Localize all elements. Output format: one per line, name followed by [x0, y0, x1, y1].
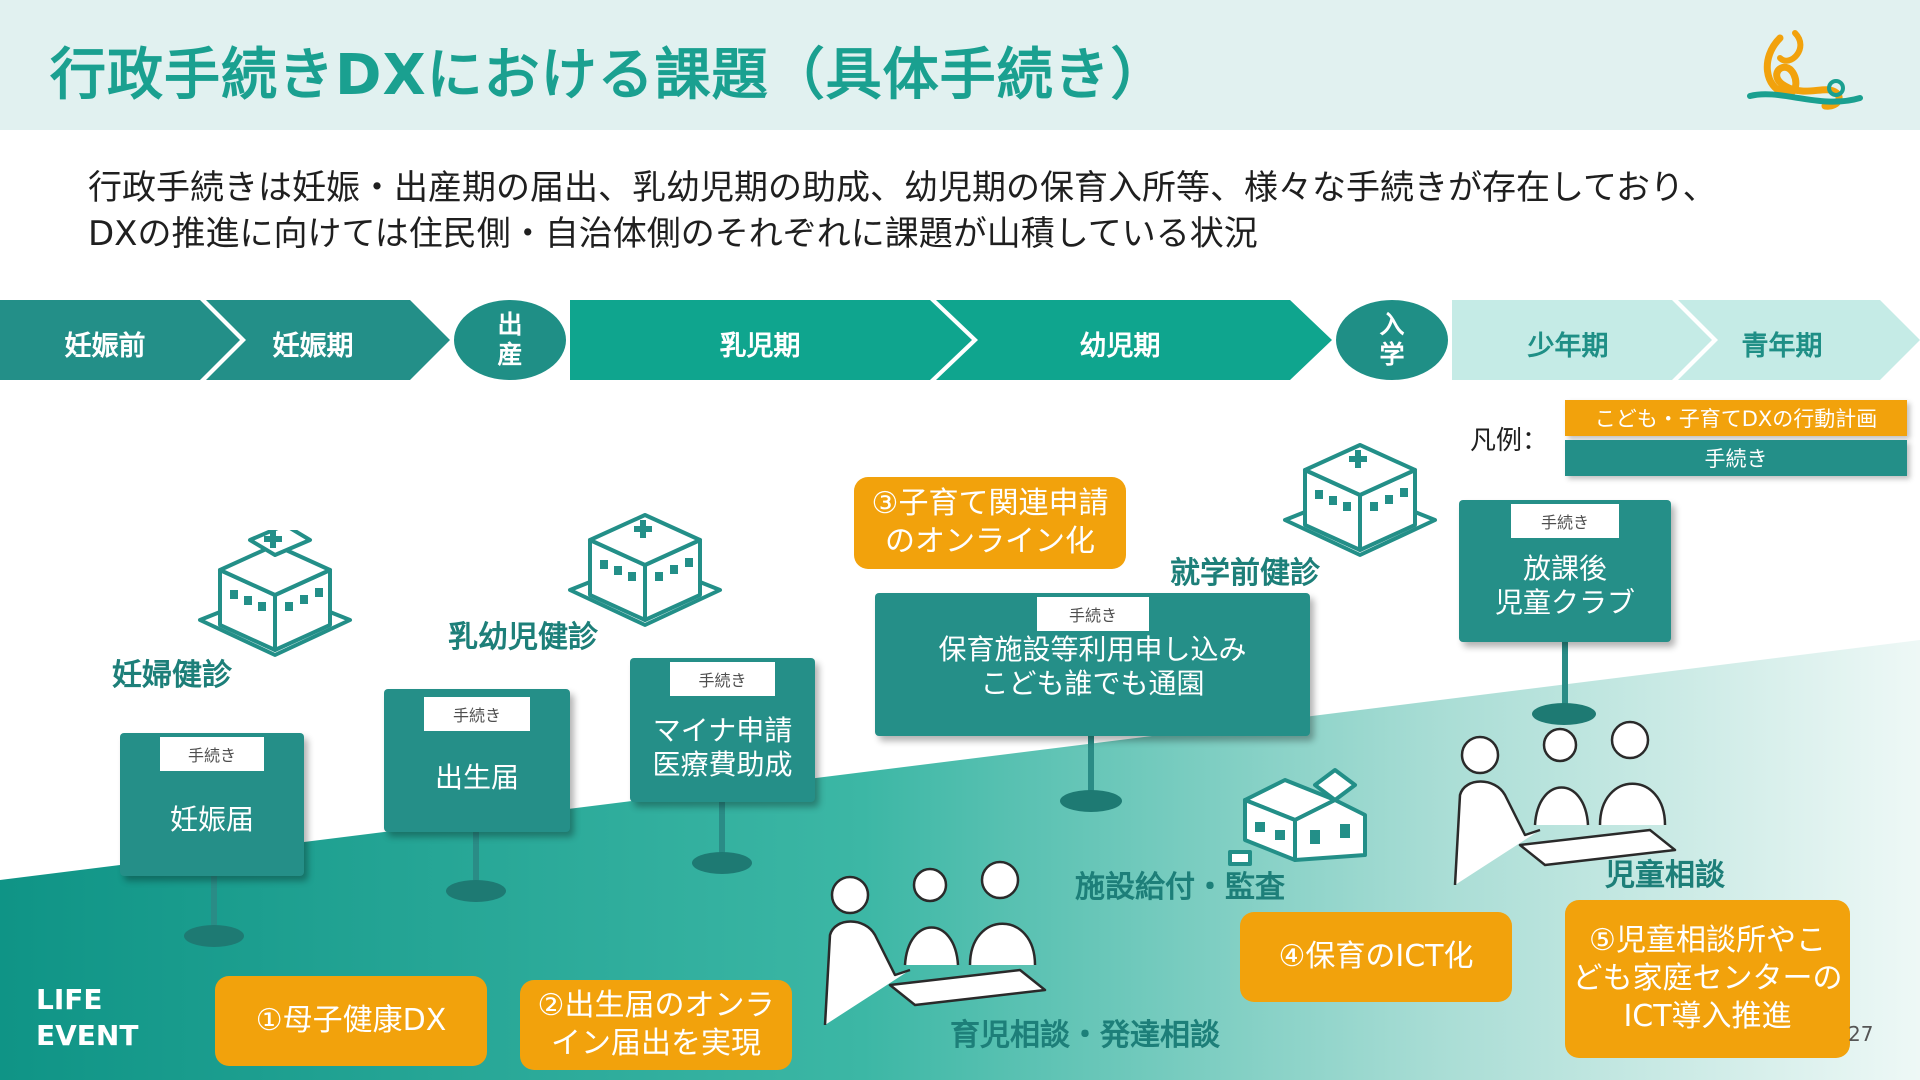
callout-nursery-ict: ④保育のICT化 [1240, 912, 1512, 1002]
sign-post [473, 832, 479, 892]
sign-medical-subsidy: 手続き マイナ申請 医療費助成 [630, 658, 815, 802]
sign-nursery-application: 手続き 保育施設等利用申し込み こども誰でも通園 [875, 593, 1310, 736]
life-stage-timeline: 妊娠前 妊娠期 出 産 乳児期 幼児期 入 学 少年期 青年期 [0, 300, 1920, 380]
callout-line: ②出生届のオンラ [537, 988, 775, 1023]
consultation-people-icon [823, 860, 1047, 1025]
label-maternal-checkup: 妊婦健診 [112, 658, 232, 693]
callout-line: ⑤児童相談所やこ [1589, 923, 1826, 958]
sign-pregnancy-notice: 手続き 妊娠届 [120, 733, 304, 876]
callout-line: ICT導入推進 [1623, 999, 1792, 1034]
hospital-icon [568, 513, 722, 627]
sign-label-line-1: 放課後 [1522, 552, 1607, 585]
procedure-tag: 手続き [670, 662, 775, 696]
hospital-icon [198, 530, 352, 657]
birth-char-2: 産 [497, 340, 523, 369]
label-infant-checkup: 乳幼児健診 [448, 620, 598, 655]
stage-childhood: 少年期 [1527, 331, 1609, 362]
legend-procedure: 手続き [1565, 440, 1907, 476]
callout-online-birth-notice: ②出生届のオンラ イン届出を実現 [520, 980, 792, 1070]
callout-line: ③子育て関連申請 [871, 486, 1109, 521]
label-child-consultation: 児童相談 [1605, 858, 1725, 893]
sign-base [1532, 703, 1596, 725]
stage-early-childhood: 幼児期 [1079, 331, 1161, 362]
callout-line: ども家庭センターの [1572, 961, 1843, 996]
nursery-building-icon [1228, 768, 1367, 866]
sign-birth-notice: 手続き 出生届 [384, 689, 570, 832]
birth-char-1: 出 [497, 310, 523, 339]
procedure-tag: 手続き [1037, 597, 1149, 631]
sign-post [211, 875, 217, 935]
legend-label: 凡例： [1470, 426, 1549, 456]
sign-base [446, 880, 506, 902]
page-title: 行政手続きDXにおける課題（具体手続き） [50, 43, 1168, 108]
label-facility-audit: 施設給付・監査 [1075, 870, 1285, 905]
school-char-1: 入 [1379, 310, 1405, 339]
label-preschool-checkup: 就学前健診 [1170, 556, 1320, 591]
sign-label: 出生届 [434, 761, 519, 794]
callout-line: ④保育のICT化 [1278, 939, 1474, 974]
procedure-tag: 手続き [1511, 504, 1619, 538]
callout-line: のオンライン化 [885, 524, 1095, 559]
intro-line-2: DXの推進に向けては住民側・自治体側のそれぞれに課題が山積している状況 [88, 214, 1258, 254]
sign-label-line-2: 児童クラブ [1494, 586, 1635, 619]
header-bar [0, 0, 1920, 130]
birth-marker: 出 産 [454, 300, 566, 380]
sign-label-line-2: こども誰でも通園 [980, 667, 1205, 700]
procedure-tag: 手続き [160, 737, 264, 771]
consultation-people-icon [1453, 720, 1677, 885]
callout-maternal-health-dx: ①母子健康DX [215, 976, 487, 1066]
hospital-icon [1283, 443, 1437, 557]
sign-label-line-2: 医療費助成 [652, 748, 793, 781]
brand-logo-icon [1747, 30, 1863, 110]
callout-child-center-ict: ⑤児童相談所やこ ども家庭センターの ICT導入推進 [1565, 900, 1850, 1058]
sign-label-line-1: 保育施設等利用申し込み [938, 633, 1247, 666]
stage-pregnancy: 妊娠期 [272, 331, 354, 362]
page-number: 27 [1848, 1022, 1874, 1046]
intro-line-1: 行政手続きは妊娠・出産期の届出、乳幼児期の助成、幼児期の保育入所等、様々な手続き… [88, 168, 1717, 208]
legend-action-plan: こども・子育てDXの行動計画 [1565, 400, 1907, 436]
sign-after-school-club: 手続き 放課後 児童クラブ [1459, 500, 1671, 642]
sign-base [184, 925, 244, 947]
callout-online-childcare-applications: ③子育て関連申請 のオンライン化 [854, 477, 1126, 569]
sign-label-line-1: マイナ申請 [652, 714, 793, 747]
sign-post [1088, 736, 1094, 796]
sign-base [692, 852, 752, 874]
stage-infancy: 乳児期 [719, 331, 801, 362]
sign-label: 妊娠届 [169, 803, 254, 836]
intro-text: 行政手続きは妊娠・出産期の届出、乳幼児期の助成、幼児期の保育入所等、様々な手続き… [88, 165, 1717, 257]
sign-post [719, 802, 725, 862]
stage-pre-pregnancy: 妊娠前 [64, 331, 146, 362]
sign-post [1562, 642, 1568, 712]
callout-line: イン届出を実現 [551, 1026, 761, 1061]
timeline-arrows [0, 300, 1920, 380]
sign-base [1060, 790, 1122, 812]
label-parenting-consultation: 育児相談・発達相談 [950, 1018, 1220, 1053]
stage-youth: 青年期 [1741, 331, 1823, 362]
life-event-label: LIFE EVENT [36, 982, 138, 1054]
procedure-tag: 手続き [424, 697, 530, 731]
school-char-2: 学 [1379, 340, 1405, 369]
life-event-line-2: EVENT [36, 1019, 139, 1052]
life-event-line-1: LIFE [36, 983, 103, 1016]
school-entry-marker: 入 学 [1336, 300, 1448, 380]
callout-line: ①母子健康DX [255, 1003, 447, 1038]
